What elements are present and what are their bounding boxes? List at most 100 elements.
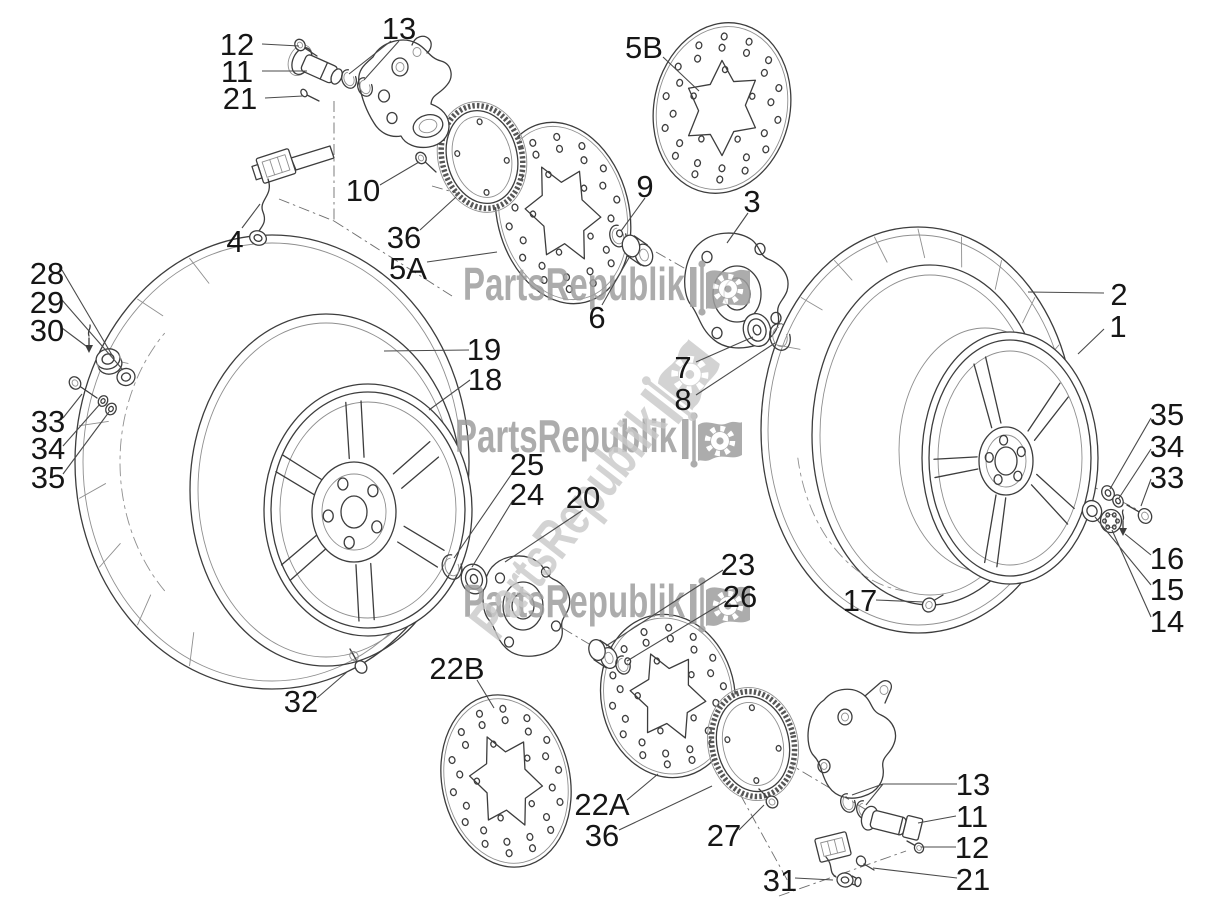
callout-32: 32	[284, 671, 348, 719]
callout-29: 29	[30, 285, 124, 371]
callout-label: 13	[956, 767, 990, 802]
callout-label: 32	[284, 684, 318, 719]
brake-disc-22b	[440, 694, 572, 868]
callout-9: 9	[620, 169, 654, 232]
washer-34-right	[1112, 494, 1124, 508]
callout-16: 16	[1124, 533, 1184, 576]
callout-27: 27	[707, 804, 765, 853]
callout-20: 20	[504, 480, 600, 563]
callout-label: 3	[743, 184, 760, 219]
callout-14: 14	[1111, 529, 1184, 639]
abs-sensor-4	[249, 145, 335, 246]
callout-layer: 12112113410365A5B96378212829303334351918…	[30, 11, 1184, 898]
callout-label: 25	[510, 447, 544, 482]
speed-sensor-11-top	[287, 44, 343, 85]
callout-label: 28	[30, 256, 64, 291]
ring-9	[609, 224, 627, 248]
watermark: PartsRepublik	[455, 410, 742, 468]
washer-35-right	[1101, 485, 1115, 501]
callout-label: 7	[674, 350, 691, 385]
watermark-bar	[640, 388, 684, 425]
callout-label: 14	[1150, 604, 1184, 639]
callout-label: 15	[1150, 572, 1184, 607]
callout-label: 33	[1150, 460, 1184, 495]
spacer-23	[588, 638, 618, 670]
callout-35: 35	[31, 411, 110, 495]
watermark-bar	[682, 419, 689, 459]
callout-33: 33	[1140, 460, 1184, 507]
circlip-25	[441, 554, 463, 580]
bolt-12-bottom	[906, 840, 925, 854]
spacer-6	[621, 234, 654, 267]
callout-label: 12	[955, 830, 989, 865]
callout-5B: 5B	[625, 30, 700, 92]
watermark: PartsRepublik	[463, 258, 750, 316]
watermark-text: PartsRepublik	[455, 410, 677, 462]
bolt-10	[415, 151, 437, 173]
callout-18: 18	[428, 362, 502, 411]
callout-label: 26	[723, 579, 757, 614]
watermark-text: PartsRepublik	[463, 258, 685, 310]
callout-5A: 5A	[389, 251, 498, 286]
callout-11: 11	[917, 799, 988, 834]
callout-label: 33	[31, 404, 65, 439]
callout-36: 36	[387, 196, 457, 255]
callout-label: 30	[30, 313, 64, 348]
callout-label: 35	[31, 460, 65, 495]
nut-29	[116, 367, 136, 387]
rear-rim-18	[263, 383, 473, 637]
bolt-33-left	[68, 376, 98, 399]
bearing-24	[460, 563, 488, 595]
callout-26: 26	[626, 579, 757, 662]
callout-17: 17	[843, 583, 925, 618]
callout-label: 1	[1109, 309, 1126, 344]
callout-label: 27	[707, 818, 741, 853]
callout-31: 31	[763, 863, 834, 898]
washer-34-left	[97, 395, 109, 407]
callout-36: 36	[585, 785, 713, 853]
callout-label: 22A	[574, 787, 629, 822]
tone-ring-36-rear	[706, 687, 800, 801]
direction-arrow-30	[85, 324, 93, 353]
caliper-bracket-top	[358, 35, 452, 149]
seal-ring-26	[615, 655, 631, 675]
sensor-connector-31	[814, 831, 852, 863]
callout-13: 13	[348, 11, 416, 81]
callout-label: 35	[1150, 397, 1184, 432]
watermark-bar	[690, 267, 697, 307]
valve-stem-32	[349, 648, 368, 674]
callout-10: 10	[346, 161, 420, 208]
callout-label: 19	[467, 332, 501, 367]
caliper-bracket-bottom	[807, 680, 897, 799]
callout-34: 34	[1118, 429, 1184, 499]
lock-washer-13b	[357, 77, 373, 97]
watermark-layer: PartsRepublikPartsRepublikPartsRepublikP…	[455, 258, 750, 650]
callout-label: 24	[510, 477, 544, 512]
hub-cap-28	[95, 348, 123, 375]
callout-21: 21	[872, 862, 990, 897]
callout-15: 15	[1094, 516, 1184, 607]
callout-label: 10	[346, 173, 380, 208]
callout-label: 21	[223, 81, 257, 116]
callout-label: 36	[585, 818, 619, 853]
front-rim-1	[898, 327, 1099, 585]
callout-11: 11	[221, 54, 307, 89]
callout-35: 35	[1109, 397, 1184, 490]
callout-25: 25	[453, 447, 544, 559]
callout-label: 34	[31, 431, 65, 466]
lock-washer-13a	[341, 69, 357, 89]
callout-label: 2	[1110, 277, 1127, 312]
callout-label: 11	[956, 799, 988, 834]
callout-label: 4	[226, 224, 243, 259]
watermark-bar	[690, 584, 697, 624]
callout-12: 12	[220, 27, 300, 62]
callout-label: 31	[763, 863, 797, 898]
callout-label: 34	[1150, 429, 1184, 464]
bolt-21-bottom	[855, 855, 875, 871]
callout-label: 13	[382, 11, 416, 46]
callout-28: 28	[30, 256, 113, 356]
bolt-27	[758, 788, 779, 809]
parts-artwork	[68, 22, 1153, 888]
callout-34: 34	[31, 403, 101, 466]
